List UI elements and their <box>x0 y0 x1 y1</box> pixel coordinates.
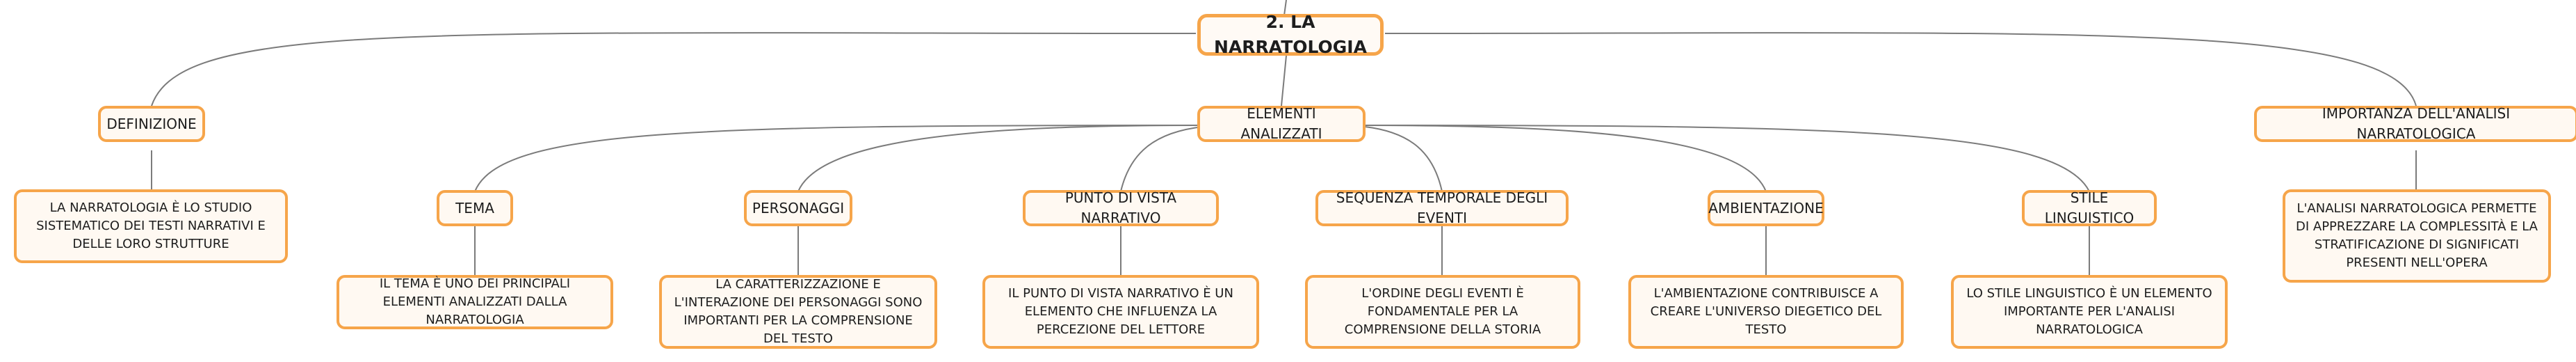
subtopic-ambientazione[interactable]: AMBIENTAZIONE <box>1708 190 1824 226</box>
note-definizione[interactable]: LA NARRATOLOGIA È LO STUDIO SISTEMATICO … <box>14 189 288 263</box>
root-label: 2. LA NARRATOLOGIA <box>1214 11 1367 57</box>
note-punto-di-vista[interactable]: IL PUNTO DI VISTA NARRATIVO È UN ELEMENT… <box>982 275 1259 349</box>
note-importanza[interactable]: L'ANALISI NARRATOLOGICA PERMETTE DI APPR… <box>2283 189 2551 283</box>
subtopic-stile-linguistico[interactable]: STILE LINGUISTICO <box>2022 189 2157 226</box>
connector-elementi-tema <box>474 125 1198 192</box>
note-sequenza-temporale-text: L'ORDINE DEGLI EVENTI È FONDAMENTALE PER… <box>1344 285 1541 338</box>
note-ambientazione[interactable]: L'AMBIENTAZIONE CONTRIBUISCE A CREARE L'… <box>1628 275 1904 349</box>
connector-elementi-sequenza <box>1364 126 1443 192</box>
subtopic-stile-linguistico-label: STILE LINGUISTICO <box>2044 189 2134 226</box>
connector-elementi-personaggi <box>797 125 1198 192</box>
subtopic-punto-di-vista-label: PUNTO DI VISTA NARRATIVO <box>1064 189 1177 226</box>
connector-elementi-ambientazione <box>1364 125 1767 192</box>
connector-root-importanza <box>1384 32 2417 107</box>
note-personaggi-text: LA CARATTERIZZAZIONE E L'INTERAZIONE DEI… <box>674 276 923 347</box>
connector-root-definizione <box>151 32 1197 107</box>
topic-elementi-analizzati-label: ELEMENTI ANALIZZATI <box>1240 105 1322 142</box>
note-tema-text: IL TEMA È UNO DEI PRINCIPALI ELEMENTI AN… <box>379 276 571 328</box>
connector-elementi-stile <box>1364 125 2090 192</box>
connector-parent-root <box>1283 0 1287 16</box>
note-importanza-text: L'ANALISI NARRATOLOGICA PERMETTE DI APPR… <box>2295 200 2538 271</box>
topic-elementi-analizzati[interactable]: ELEMENTI ANALIZZATI <box>1197 105 1366 142</box>
note-definizione-text: LA NARRATOLOGIA È LO STUDIO SISTEMATICO … <box>36 200 266 252</box>
subtopic-punto-di-vista[interactable]: PUNTO DI VISTA NARRATIVO <box>1023 189 1219 226</box>
subtopic-ambientazione-label: AMBIENTAZIONE <box>1708 199 1824 217</box>
subtopic-personaggi-label: PERSONAGGI <box>752 199 845 217</box>
note-stile-linguistico[interactable]: LO STILE LINGUISTICO È UN ELEMENTO IMPOR… <box>1951 275 2228 349</box>
subtopic-tema-label: TEMA <box>455 199 494 217</box>
note-stile-linguistico-text: LO STILE LINGUISTICO È UN ELEMENTO IMPOR… <box>1966 285 2212 338</box>
note-punto-di-vista-text: IL PUNTO DI VISTA NARRATIVO È UN ELEMENT… <box>1008 285 1233 338</box>
subtopic-sequenza-temporale[interactable]: SEQUENZA TEMPORALE DEGLI EVENTI <box>1315 189 1569 226</box>
root-node[interactable]: 2. LA NARRATOLOGIA <box>1197 12 1384 57</box>
connector-root-elementi <box>1281 55 1287 107</box>
topic-definizione[interactable]: DEFINIZIONE <box>98 106 205 142</box>
note-ambientazione-text: L'AMBIENTAZIONE CONTRIBUISCE A CREARE L'… <box>1650 285 1882 338</box>
subtopic-personaggi[interactable]: PERSONAGGI <box>744 190 852 226</box>
connector-elementi-punto <box>1120 126 1204 192</box>
subtopic-sequenza-temporale-label: SEQUENZA TEMPORALE DEGLI EVENTI <box>1336 189 1548 226</box>
topic-importanza[interactable]: IMPORTANZA DELL'ANALISI NARRATOLOGICA <box>2254 105 2576 142</box>
note-sequenza-temporale[interactable]: L'ORDINE DEGLI EVENTI È FONDAMENTALE PER… <box>1305 275 1580 349</box>
subtopic-tema[interactable]: TEMA <box>437 190 513 226</box>
note-tema[interactable]: IL TEMA È UNO DEI PRINCIPALI ELEMENTI AN… <box>337 275 613 329</box>
note-personaggi[interactable]: LA CARATTERIZZAZIONE E L'INTERAZIONE DEI… <box>659 275 937 349</box>
topic-definizione-label: DEFINIZIONE <box>106 115 197 132</box>
topic-importanza-label: IMPORTANZA DELL'ANALISI NARRATOLOGICA <box>2322 105 2511 142</box>
